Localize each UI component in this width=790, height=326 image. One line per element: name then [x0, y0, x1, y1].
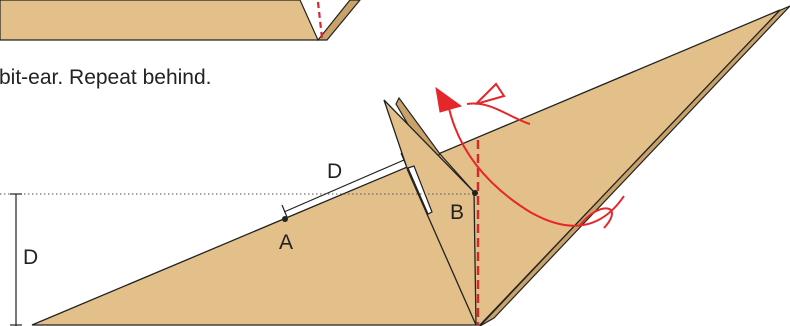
fold-arrow	[435, 86, 625, 229]
paper-main-triangle	[31, 9, 781, 326]
diagonal-dimension	[281, 152, 407, 218]
vertical-dimension	[10, 193, 22, 326]
point-b-dot	[472, 190, 478, 196]
point-a-label: A	[279, 231, 293, 254]
fold-arrow-curve	[447, 103, 625, 227]
flap-base-strip	[407, 165, 433, 215]
point-a-dot	[282, 216, 288, 222]
repeat-behind-arrow	[466, 82, 531, 125]
point-b-label: B	[450, 201, 464, 224]
flap-crease	[439, 153, 475, 193]
dimension-label-vertical: D	[23, 246, 38, 269]
repeat-behind-loop	[579, 207, 613, 229]
previous-step-flap	[316, 0, 361, 41]
previous-step-figure	[0, 0, 361, 41]
step-caption: bit-ear. Repeat behind.	[0, 66, 211, 89]
dimension-label-diagonal: D	[327, 160, 342, 183]
previous-step-valley-fold	[316, 1, 324, 39]
fold-arrow-head	[435, 86, 463, 113]
previous-step-paper	[0, 0, 319, 41]
